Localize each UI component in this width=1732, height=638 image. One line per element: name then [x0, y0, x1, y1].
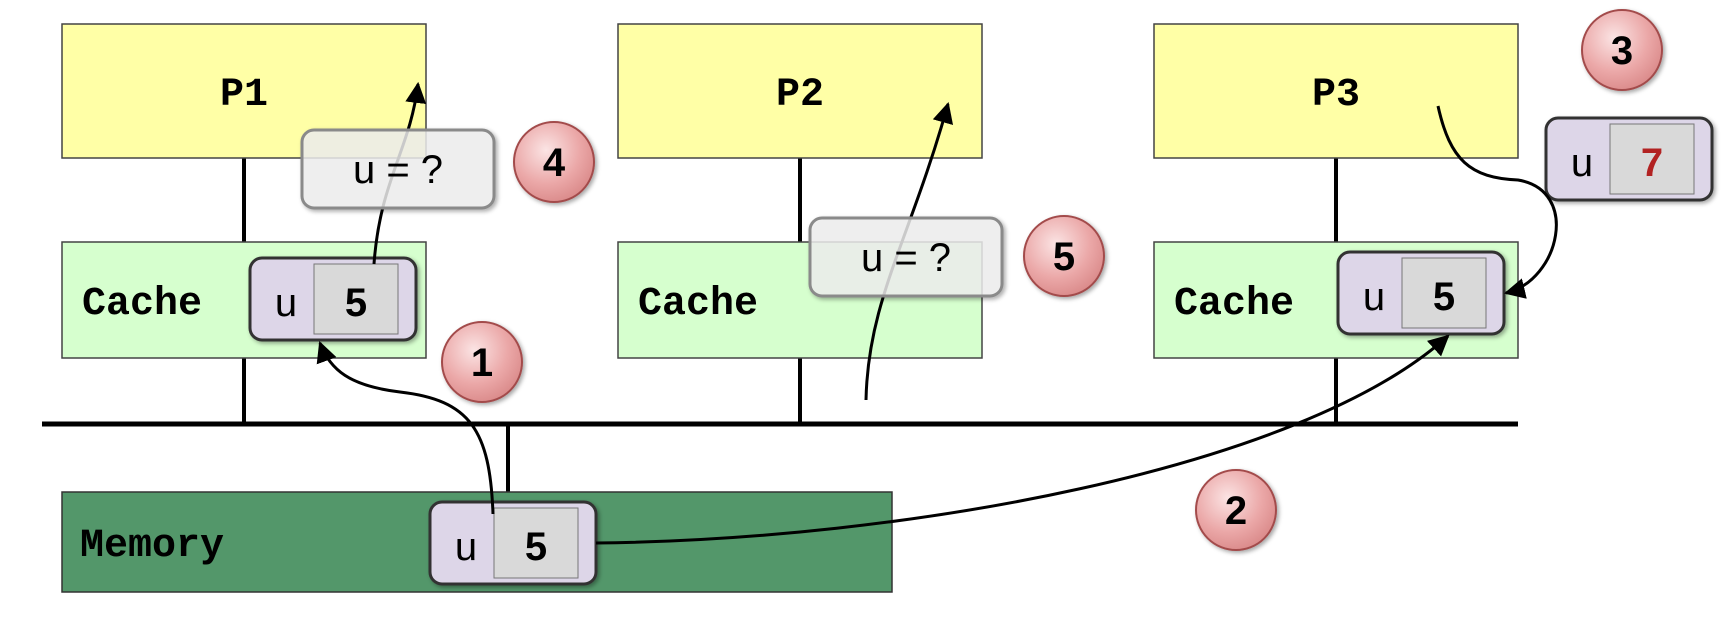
entry-value: 5 — [525, 525, 547, 569]
cache-entry-p3 — [1336, 250, 1506, 336]
entry-var: u — [275, 281, 297, 325]
memory-label: Memory — [80, 524, 224, 569]
cache-label: Cache — [638, 282, 758, 327]
step-label: 2 — [1225, 489, 1247, 533]
entry-var: u — [455, 525, 477, 569]
cache-entry-p1 — [248, 256, 418, 342]
step-label: 1 — [471, 341, 493, 385]
processor-label: P1 — [220, 73, 268, 118]
processor-label: P3 — [1312, 73, 1360, 118]
arrow-memory-to-cache1 — [316, 341, 495, 515]
processor-p1: P1 — [61, 23, 427, 159]
arrow-memory-to-cache3 — [595, 334, 1450, 545]
read-query-text: u = ? — [353, 148, 443, 192]
read-query-p1 — [300, 128, 496, 210]
read-query-text: u = ? — [861, 236, 951, 280]
step-1 — [441, 321, 523, 403]
entry-var: u — [1571, 141, 1593, 185]
p3-write-entry — [1544, 116, 1714, 202]
entry-value: 5 — [345, 281, 367, 325]
arrow-p3-write-to-cache3 — [1436, 105, 1558, 299]
step-label: 3 — [1611, 29, 1633, 73]
entry-value: 5 — [1433, 275, 1455, 319]
write-value: 7 — [1641, 141, 1663, 185]
step-4 — [513, 121, 595, 203]
entry-var: u — [1363, 275, 1385, 319]
step-3 — [1581, 9, 1663, 91]
cache-label: Cache — [82, 282, 202, 327]
processor-label: P2 — [776, 73, 824, 118]
step-label: 4 — [543, 141, 566, 185]
cache-label: Cache — [1174, 282, 1294, 327]
processor-p3: P3 — [1153, 23, 1519, 159]
step-label: 5 — [1053, 235, 1075, 279]
read-query-p2 — [808, 216, 1004, 298]
step-5 — [1023, 215, 1105, 297]
step-2 — [1195, 469, 1277, 551]
processor-p2: P2 — [617, 23, 983, 159]
